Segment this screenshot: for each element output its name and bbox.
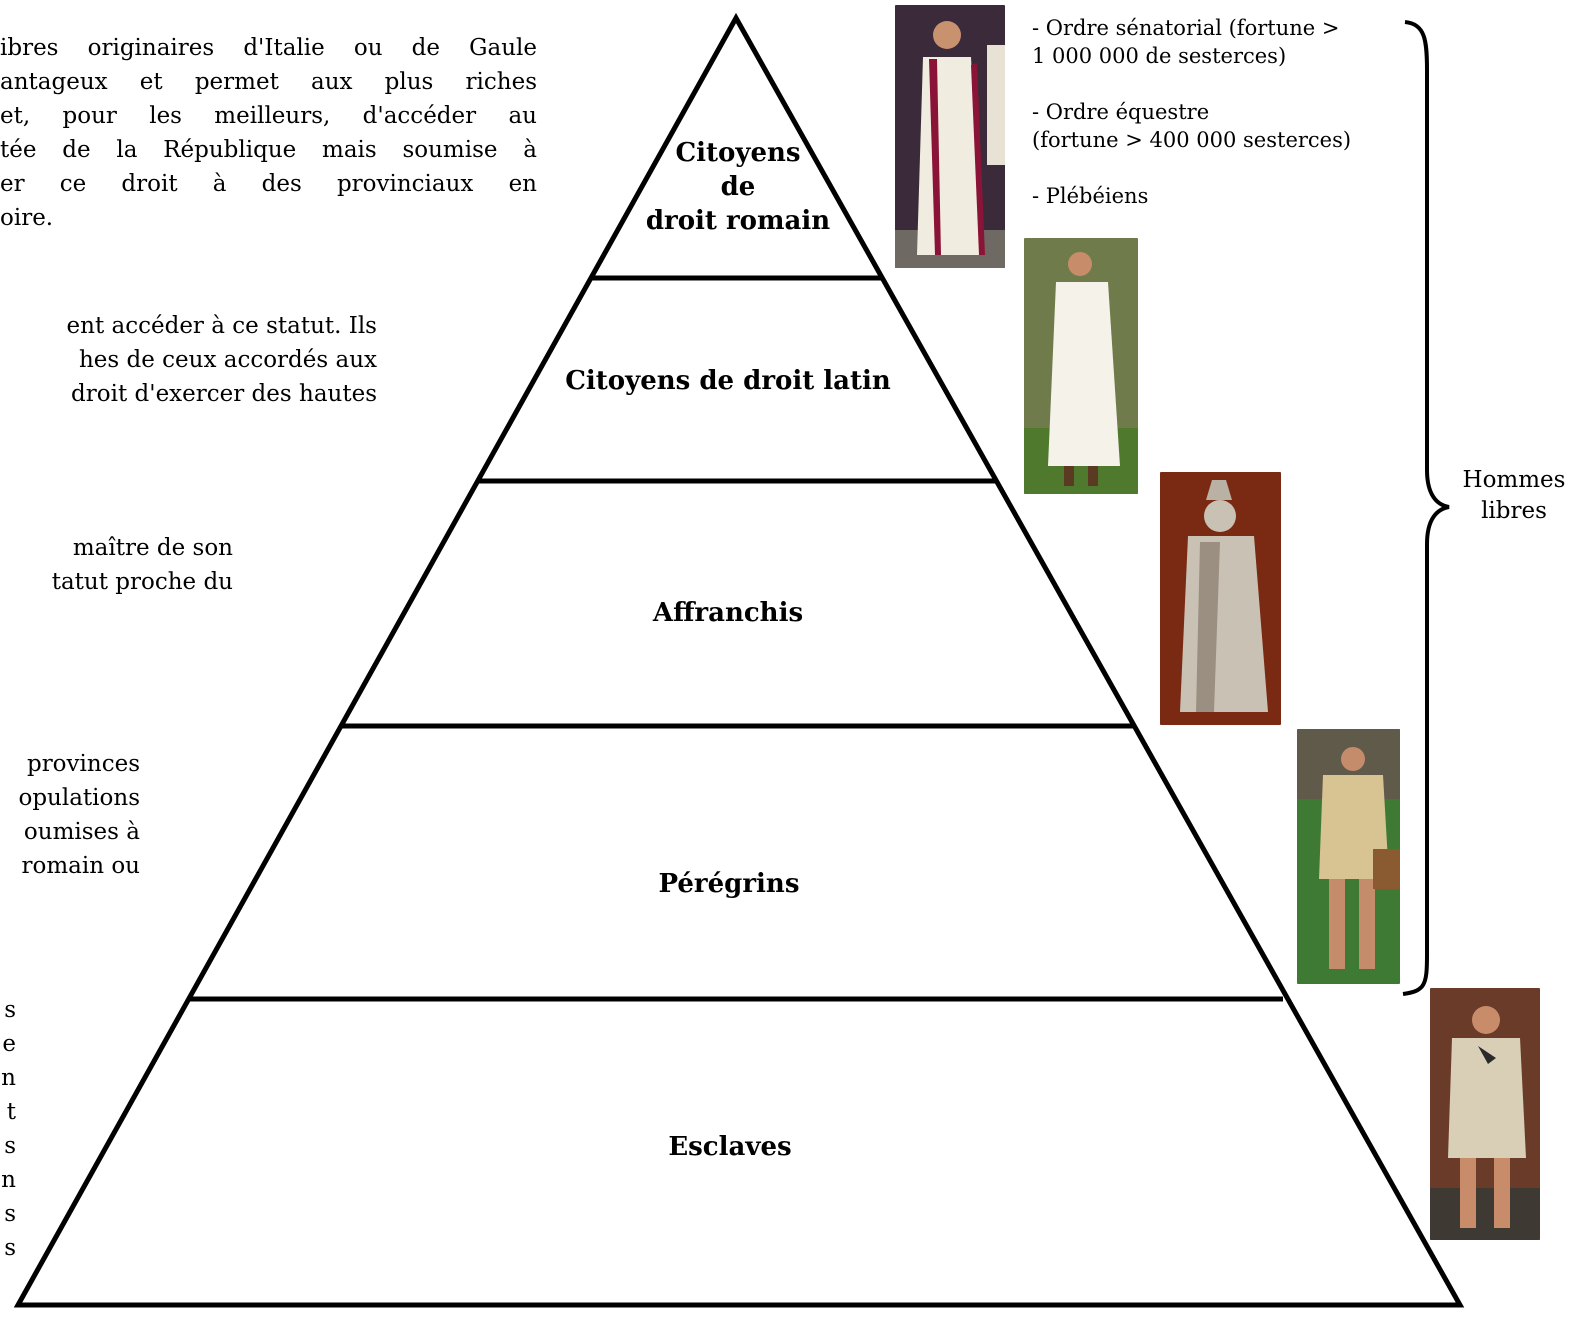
- citizen-latin-description: ent accéder à ce statut. Ils hes de ceux…: [0, 309, 377, 411]
- text-line: er ce droit à des provinciaux en: [0, 171, 537, 197]
- text-line: maître de son: [72, 535, 233, 561]
- text-line: n: [1, 1167, 16, 1193]
- text-line: droit d'exercer des hautes: [71, 381, 377, 407]
- text-line: romain ou: [21, 853, 140, 879]
- text-line: t: [6, 1099, 16, 1125]
- text-line: s: [4, 1235, 16, 1261]
- text-line: opulations: [18, 785, 140, 811]
- hommes-libres-label: Hommes libres: [1462, 467, 1566, 524]
- text-line: oumises à: [23, 819, 140, 845]
- text-line: oire.: [0, 205, 54, 231]
- text-line: s: [4, 997, 16, 1023]
- order-senatorial: - Ordre sénatorial (fortune > 1 000 000 …: [1032, 16, 1340, 68]
- slave-photo-icon: [1430, 988, 1540, 1240]
- text-line: antageux et permet aux plus riches: [0, 69, 537, 95]
- peregrine-description: provinces opulations oumises à romain ou: [0, 747, 140, 883]
- pyramid-outline: [13, 12, 1465, 1308]
- order-equestrian: - Ordre équestre (fortune > 400 000 sest…: [1032, 100, 1352, 152]
- roman-orders-list: - Ordre sénatorial (fortune > 1 000 000 …: [1032, 14, 1351, 238]
- tier-label-freedmen: Affranchis: [652, 598, 804, 628]
- citizen-roman-description: ibres originaires d'Italie ou de Gaule a…: [0, 31, 537, 235]
- text-line: hes de ceux accordés aux: [78, 347, 377, 373]
- latin-citizen-photo-icon: [1024, 238, 1138, 494]
- text-line: et, pour les meilleurs, d'accéder au: [0, 103, 537, 129]
- tier-label-roman-citizens: Citoyens de droit romain: [645, 138, 831, 236]
- tier-label-latin-citizens: Citoyens de droit latin: [565, 366, 891, 396]
- text-line: e: [2, 1031, 16, 1057]
- order-plebeians: - Plébéiens: [1032, 184, 1149, 208]
- text-line: ibres originaires d'Italie ou de Gaule: [0, 35, 537, 61]
- freedman-statue-photo-icon: [1160, 472, 1281, 725]
- hommes-libres-brace: [1402, 20, 1450, 996]
- text-line: ent accéder à ce statut. Ils: [66, 313, 377, 339]
- slave-description: s e n t s n s s: [0, 993, 16, 1265]
- text-line: s: [4, 1133, 16, 1159]
- peregrine-photo-icon: [1297, 729, 1400, 984]
- text-line: n: [1, 1065, 16, 1091]
- tier-label-slaves: Esclaves: [668, 1132, 792, 1162]
- text-line: tatut proche du: [51, 569, 233, 595]
- tier-label-peregrines: Pérégrins: [658, 869, 800, 899]
- text-line: s: [4, 1201, 16, 1227]
- text-line: tée de la République mais soumise à: [0, 137, 537, 163]
- text-line: provinces: [26, 751, 140, 777]
- senator-photo-icon: [895, 5, 1005, 268]
- freedman-description: maître de son tatut proche du: [0, 531, 233, 599]
